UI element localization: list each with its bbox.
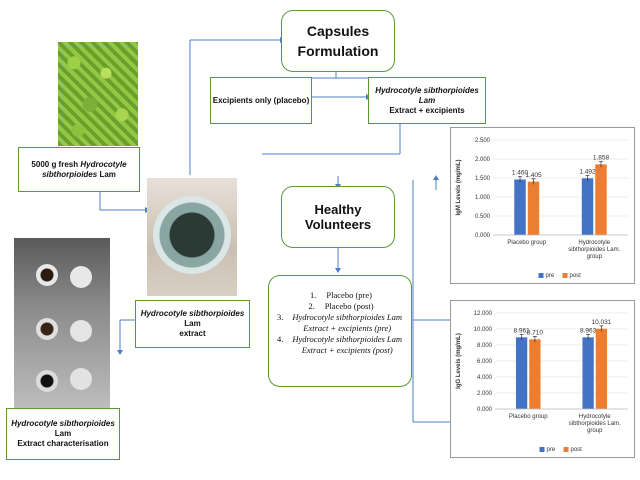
- y-tick-label: 8.000: [477, 343, 493, 349]
- bar-post: [595, 164, 607, 235]
- data-label: 8.710: [527, 329, 544, 336]
- y-axis-label: IgG Levels (mg/mL): [456, 333, 462, 389]
- bar-pre: [581, 178, 594, 235]
- healthy-volunteers-box: Healthy Volunteers: [281, 186, 395, 248]
- bar-pre: [582, 337, 594, 409]
- extract-bowl-photo: [147, 178, 237, 296]
- placebo-text: Excipients only (placebo): [212, 95, 310, 105]
- capsules-line1: Capsules: [306, 23, 370, 39]
- extract-label-box: Hydrocotyle sibthorpioides Lam extract: [135, 300, 250, 348]
- y-tick-label: 0.000: [475, 233, 491, 239]
- y-tick-label: 0.500: [475, 214, 491, 220]
- y-tick-label: 6.000: [477, 359, 493, 365]
- y-tick-label: 2.500: [475, 138, 491, 144]
- data-label: 1.460: [512, 170, 529, 177]
- bar-post: [595, 328, 608, 409]
- category-label: sibthorpioides Lam.: [568, 247, 620, 253]
- extract-label-suffix: Lam: [184, 319, 201, 328]
- data-label: 10.031: [591, 319, 611, 326]
- data-label: 1.405: [525, 172, 542, 179]
- bar-post: [527, 181, 540, 235]
- extract-label-species: Hydrocotyle sibthorpioides: [140, 309, 245, 318]
- y-tick-label: 1.500: [475, 176, 491, 182]
- legend-label-pre: pre: [546, 273, 555, 279]
- category-label: group: [587, 428, 603, 434]
- legend-swatch-pre: [538, 273, 544, 278]
- capsules-formulation-box: Capsules Formulation: [281, 10, 395, 72]
- y-tick-label: 4.000: [477, 375, 493, 381]
- y-tick-label: 2.000: [477, 391, 493, 397]
- bowl-shape: [153, 196, 231, 274]
- y-tick-label: 0.000: [477, 407, 493, 413]
- bar-pre: [514, 179, 526, 235]
- y-tick-label: 1.000: [475, 195, 491, 201]
- placebo-box: Excipients only (placebo): [210, 77, 312, 124]
- legend-label-post: post: [570, 273, 582, 279]
- y-tick-label: 12.000: [474, 311, 493, 317]
- extract-line2: Extract + excipients: [389, 105, 465, 115]
- category-label: group: [587, 254, 603, 260]
- fresh-suffix: Lam: [97, 169, 116, 179]
- characterisation-photo: [14, 238, 110, 408]
- fresh-plant-photo: [58, 42, 138, 146]
- data-label: 1.858: [593, 155, 610, 162]
- category-label: sibthorpioides Lam.: [569, 421, 621, 427]
- y-axis-label: IgM Levels (mg/mL): [456, 159, 462, 215]
- y-tick-label: 2.000: [475, 157, 491, 163]
- extract-species: Hydrocotyle sibthorpioides Lam: [375, 85, 479, 105]
- category-label: Placebo group: [509, 414, 548, 420]
- data-label: 8.963: [580, 327, 597, 334]
- legend-label-post: post: [571, 447, 583, 453]
- data-label: 8.961: [513, 327, 530, 334]
- healthy-volunteers-text: Healthy Volunteers: [304, 202, 372, 232]
- characterisation-label-box: Hydrocotyle sibthorpioides Lam Extract c…: [6, 408, 120, 460]
- group-item: 4.Hydrocotyle sibthorpioides Lam Extract…: [277, 334, 403, 355]
- y-tick-label: 10.000: [474, 327, 493, 333]
- data-label: 1.492: [579, 168, 596, 175]
- extract-excipients-box: Hydrocotyle sibthorpioides Lam Extract +…: [368, 77, 486, 124]
- legend-label-pre: pre: [547, 447, 556, 453]
- category-label: Hydrocotyle: [579, 414, 611, 420]
- bar-pre: [515, 337, 528, 409]
- fresh-plant-box: 5000 g fresh Hydrocotyle sibthorpioides …: [18, 147, 140, 192]
- legend-swatch-post: [563, 447, 569, 452]
- characterisation-species: Hydrocotyle sibthorpioides: [11, 419, 115, 428]
- groups-box: 1.Placebo (pre) 2.Placebo (post) 3.Hydro…: [268, 275, 412, 387]
- igg-chart-svg: 0.000 2.000 4.000 6.000 8.000 10.000 12.000IgG…: [456, 311, 628, 453]
- extract-label-line2: extract: [179, 329, 206, 338]
- group-item: 1.Placebo (pre): [310, 290, 372, 300]
- group-item: 3.Hydrocotyle sibthorpioides Lam Extract…: [277, 312, 403, 333]
- characterisation-suffix: Lam: [54, 429, 72, 438]
- legend-swatch-pre: [539, 447, 545, 452]
- bar-post: [529, 339, 541, 409]
- fresh-species: Hydrocotyle sibthorpioides: [42, 159, 127, 179]
- fresh-prefix: 5000 g fresh: [31, 159, 81, 169]
- group-item: 2.Placebo (post): [308, 301, 374, 311]
- characterisation-line2: Extract characterisation: [17, 439, 109, 448]
- legend-swatch-post: [562, 273, 568, 278]
- category-label: Placebo group: [507, 240, 546, 246]
- category-label: Hydrocotyle: [578, 240, 610, 246]
- capsules-line2: Formulation: [297, 43, 379, 59]
